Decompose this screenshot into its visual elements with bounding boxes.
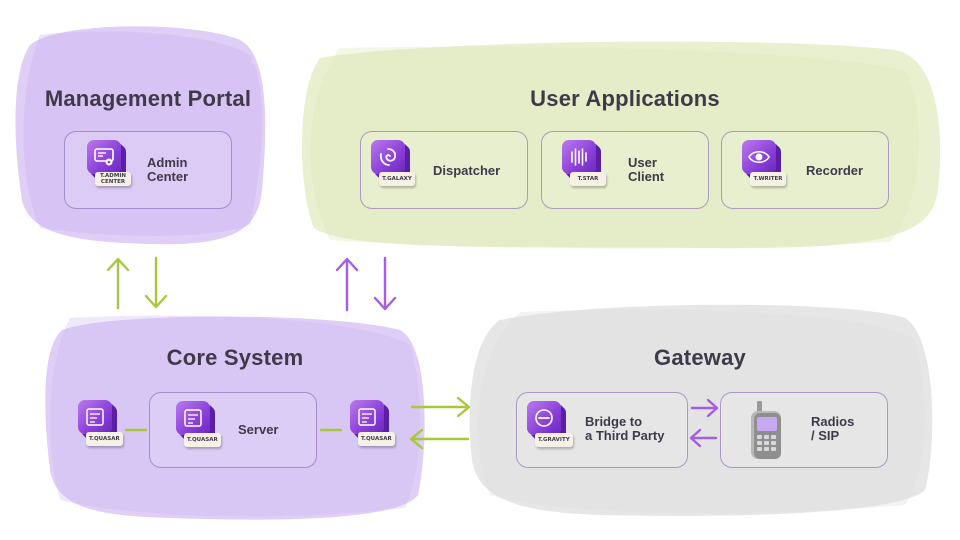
server-tag: T.QUASAR <box>184 433 221 447</box>
admin-center-product: T.ADMIN CENTER <box>81 138 133 196</box>
recorder-label: Recorder <box>806 163 864 178</box>
user-client-card[interactable]: T.STAR User Client <box>541 131 709 209</box>
eye-icon <box>748 150 770 164</box>
management-portal-title: Management Portal <box>44 86 252 111</box>
core-right-product: T.QUASAR <box>344 398 396 456</box>
recorder-card[interactable]: T.WRITER Recorder <box>721 131 889 209</box>
user-client-tag: T.STAR <box>570 172 606 186</box>
dispatcher-product: T.GALAXY <box>365 138 417 196</box>
admin-center-label: Admin Center <box>147 155 189 184</box>
server-card[interactable]: T.QUASAR Server <box>149 392 317 468</box>
core-system-title: Core System <box>166 345 304 370</box>
swirl-icon <box>379 148 397 166</box>
recorder-product: T.WRITER <box>736 138 788 196</box>
user-client-product: T.STAR <box>556 138 608 196</box>
server-product: T.QUASAR <box>170 399 222 457</box>
server-panel-icon <box>358 408 376 426</box>
dispatcher-label: Dispatcher <box>433 163 501 178</box>
dispatcher-card[interactable]: T.GALAXY Dispatcher <box>360 131 528 209</box>
server-panel-icon <box>184 409 202 427</box>
admin-center-tag: T.ADMIN CENTER <box>95 172 131 186</box>
waveform-icon <box>571 148 587 166</box>
radios-card[interactable]: Radios / SIP <box>720 392 888 468</box>
bridge-label: Bridge to a Third Party <box>585 414 665 443</box>
server-panel-icon <box>86 408 104 426</box>
admin-center-card[interactable]: T.ADMIN CENTER Admin Center <box>64 131 232 209</box>
bridge-tag: T.GRAVITY <box>535 433 573 447</box>
gateway-title: Gateway <box>654 345 746 370</box>
dispatcher-tag: T.GALAXY <box>379 172 415 186</box>
core-right-tag: T.QUASAR <box>358 432 395 446</box>
recorder-tag: T.WRITER <box>750 172 786 186</box>
bridge-product: T.GRAVITY <box>521 399 573 457</box>
user-client-label: User Client <box>628 155 665 184</box>
core-left-product: T.QUASAR <box>72 398 124 456</box>
bridge-card[interactable]: T.GRAVITY Bridge to a Third Party <box>516 392 688 468</box>
radios-label: Radios / SIP <box>811 414 855 443</box>
core-left-tag: T.QUASAR <box>86 432 123 446</box>
link-icon <box>535 409 553 427</box>
admin-panel-icon <box>94 148 114 166</box>
server-label: Server <box>238 422 279 437</box>
handheld-radio-icon <box>751 401 781 459</box>
user-applications-title: User Applications <box>530 86 720 111</box>
